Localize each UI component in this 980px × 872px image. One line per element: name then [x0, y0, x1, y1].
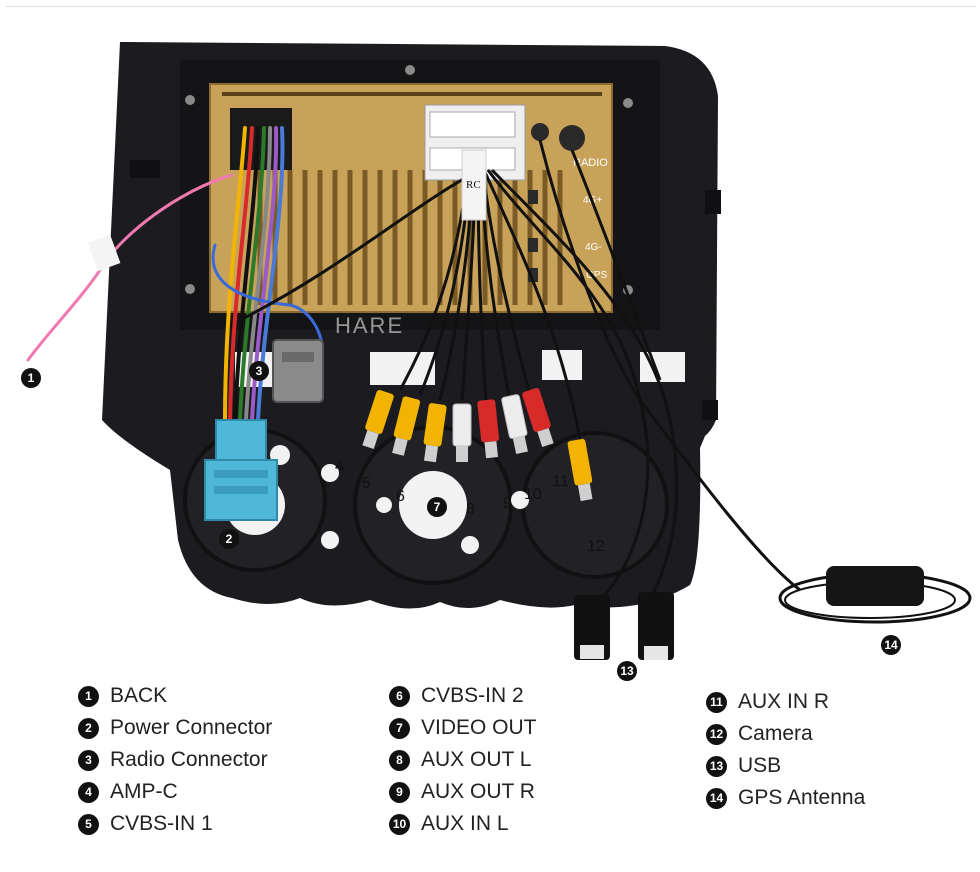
legend-number-badge: 9 — [389, 781, 410, 803]
gps-port-label: GPS — [586, 270, 607, 281]
gps-antenna — [778, 566, 972, 624]
legend-number-badge: 14 — [706, 787, 727, 809]
legend-label: AUX OUT R — [421, 780, 535, 803]
callout-back: 1 — [21, 368, 41, 388]
legend-label: AUX IN R — [738, 690, 830, 713]
legend-number-badge: 3 — [78, 749, 99, 771]
callout-aux-in-r: 11 — [552, 473, 569, 490]
legend-number-badge: 7 — [389, 717, 410, 739]
callout-amp-c: 4 — [335, 458, 344, 475]
legend-item-cvbs-in-1: 5 CVBS-IN 1 — [78, 808, 272, 840]
legend-number-badge: 1 — [78, 685, 99, 707]
legend-label: Radio Connector — [110, 748, 268, 771]
legend-number-badge: 8 — [389, 749, 410, 771]
legend-item-gps-antenna: 14 GPS Antenna — [706, 782, 865, 814]
legend-number-badge: 10 — [389, 813, 410, 835]
legend-number-badge: 6 — [389, 685, 410, 707]
legend-item-video-out: 7 VIDEO OUT — [389, 712, 537, 744]
power-connector — [204, 419, 278, 521]
legend-label: Camera — [738, 722, 813, 745]
legend-number-badge: 5 — [78, 813, 99, 835]
legend-label: CVBS-IN 1 — [110, 812, 213, 835]
callout-gps-antenna: 14 — [881, 635, 901, 655]
legend-number-badge: 4 — [78, 781, 99, 803]
legend-column-2: 6 CVBS-IN 2 7 VIDEO OUT 8 AUX OUT L 9 AUX OU… — [389, 680, 537, 840]
rca-plugs — [362, 387, 593, 502]
legend-item-amp-c: 4 AMP-C — [78, 776, 272, 808]
legend-item-aux-in-r: 11 AUX IN R — [706, 686, 865, 718]
legend-label: CVBS-IN 2 — [421, 684, 524, 707]
wire-tag — [87, 234, 121, 272]
legend-item-radio-connector: 3 Radio Connector — [78, 744, 272, 776]
legend-column-3: 11 AUX IN R 12 Camera 13 USB 14 GPS Antenna — [706, 686, 865, 814]
callout-power-connector: 2 — [219, 529, 239, 549]
callout-video-out: 7 — [427, 497, 447, 517]
radio-port-label: RADIO — [573, 157, 608, 169]
legend-item-aux-in-l: 10 AUX IN L — [389, 808, 537, 840]
callout-aux-in-l: 10 — [524, 486, 542, 503]
legend-item-cvbs-in-2: 6 CVBS-IN 2 — [389, 680, 537, 712]
legend-label: AUX OUT L — [421, 748, 532, 771]
legend-number-badge: 13 — [706, 755, 727, 777]
legend-number-badge: 2 — [78, 717, 99, 739]
usb-plugs — [574, 592, 674, 660]
radio-connector — [272, 339, 324, 403]
top-divider-line — [6, 6, 976, 7]
callout-aux-out-l: 8 — [466, 501, 475, 518]
heatsink-unit: RADIO 4G+ 4G- GPS — [209, 83, 613, 313]
legend-label: VIDEO OUT — [421, 716, 537, 739]
callout-usb: 13 — [617, 661, 637, 681]
callout-camera: 12 — [587, 538, 605, 555]
legend-label: AUX IN L — [421, 812, 509, 835]
callout-cvbs-in-2: 6 — [396, 488, 405, 505]
legend-label: BACK — [110, 684, 168, 707]
cable-label-sleeve — [461, 149, 487, 221]
legend-number-badge: 12 — [706, 723, 727, 745]
brand-watermark: HARE — [335, 313, 404, 338]
legend-item-aux-out-r: 9 AUX OUT R — [389, 776, 537, 808]
legend-item-power-connector: 2 Power Connector — [78, 712, 272, 744]
legend-item-camera: 12 Camera — [706, 718, 865, 750]
4g-minus-port-label: 4G- — [585, 242, 602, 253]
callout-cvbs-in-1: 5 — [362, 475, 371, 492]
legend-label: Power Connector — [110, 716, 273, 739]
legend-label: AMP-C — [110, 780, 178, 803]
legend-label: GPS Antenna — [738, 786, 866, 809]
callout-radio-connector: 3 — [249, 361, 269, 381]
legend-item-back: 1 BACK — [78, 680, 272, 712]
callout-aux-out-r: 9 — [503, 495, 512, 512]
cable-rc-label: RC — [466, 179, 481, 191]
legend-label: USB — [738, 754, 782, 777]
legend-number-badge: 11 — [706, 691, 727, 713]
legend-item-aux-out-l: 8 AUX OUT L — [389, 744, 537, 776]
legend-item-usb: 13 USB — [706, 750, 865, 782]
